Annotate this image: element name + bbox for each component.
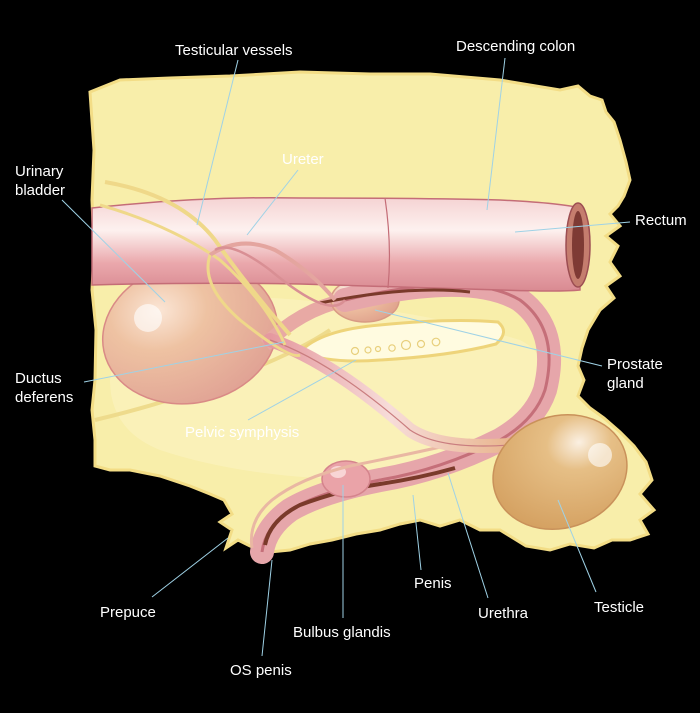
label-bulbus-glandis: Bulbus glandis	[293, 624, 391, 641]
ductus-loop	[214, 246, 346, 307]
label-testicular-vessels: Testicular vessels	[175, 42, 293, 59]
leader-testicle	[557, 499, 597, 593]
leader-ductus-deferens	[83, 341, 285, 383]
label-urethra: Urethra	[478, 605, 529, 622]
leader-pelvic-symphysis	[247, 359, 357, 421]
leader-urinary-bladder	[61, 199, 166, 303]
label-ureter: Ureter	[282, 151, 324, 168]
descending-colon	[91, 196, 581, 292]
testicle-highlight	[588, 443, 612, 467]
label-os-penis: OS penis	[230, 662, 292, 679]
label-ductus-deferens-line1: Ductus	[15, 370, 62, 387]
label-prostate-gland-line2: gland	[607, 375, 644, 392]
label-penis: Penis	[414, 575, 452, 592]
leader-penis	[412, 494, 422, 571]
label-prostate-gland-line1: Prostate	[607, 356, 663, 373]
prepuce	[249, 438, 471, 549]
label-prepuce: Prepuce	[100, 604, 156, 621]
label-rectum: Rectum	[635, 212, 687, 229]
label-prostate-gland: Prostate gland	[607, 355, 663, 393]
label-ductus-deferens-line2: deferens	[15, 389, 74, 406]
colon-band	[384, 197, 391, 289]
testicle	[492, 413, 628, 531]
label-ductus-deferens: Ductus deferens	[15, 369, 73, 407]
leader-prostate-gland	[374, 309, 603, 367]
vas-loop	[206, 254, 301, 358]
leader-rectum	[514, 221, 631, 233]
label-pelvic-symphysis: Pelvic symphysis	[185, 424, 300, 441]
symphysis-holes	[350, 337, 441, 356]
leader-urethra	[447, 472, 489, 599]
leader-descending-colon	[486, 57, 506, 211]
leader-lines	[61, 57, 631, 657]
testicular-vessels	[104, 180, 292, 337]
leader-testicular-vessels	[196, 59, 239, 226]
label-descending-colon: Descending colon	[456, 38, 576, 55]
ureter	[208, 241, 337, 302]
label-urinary-bladder-line2: bladder	[15, 182, 66, 199]
label-urinary-bladder-line1: Urinary	[15, 163, 64, 180]
spermatic-cord-edge	[269, 339, 511, 447]
leader-prepuce	[151, 537, 229, 598]
bladder-highlight	[134, 304, 162, 332]
label-testicle: Testicle	[594, 599, 645, 616]
rectal-stripe	[319, 288, 471, 305]
testicular-vessels-2	[99, 203, 287, 346]
rectum-inner	[572, 211, 584, 279]
label-urinary-bladder: Urinary bladder	[15, 162, 65, 200]
pelvic-symphysis	[297, 319, 505, 363]
leader-os-penis	[261, 559, 273, 657]
leader-ureter	[246, 169, 299, 236]
